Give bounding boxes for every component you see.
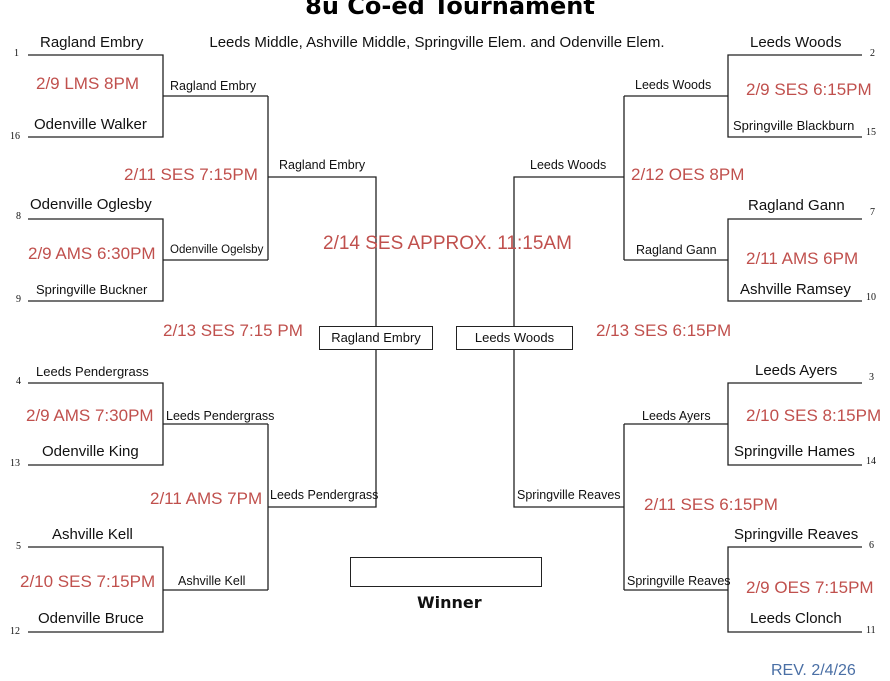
seed-left-3: 8 xyxy=(16,211,21,222)
game-right-r1-1: 2/9 SES 6:15PM xyxy=(746,80,872,99)
winner-right-r1-3: Leeds Ayers xyxy=(642,409,711,423)
game-right-r1-3: 2/10 SES 8:15PM xyxy=(746,406,882,425)
seed-left-7: 5 xyxy=(16,541,21,552)
seed-left-5: 4 xyxy=(16,376,21,387)
team-right-6: Springville Hames xyxy=(734,443,855,460)
seed-right-5: 3 xyxy=(869,372,874,383)
team-left-8: Odenville Bruce xyxy=(38,610,144,627)
seed-right-4: 10 xyxy=(866,292,876,303)
team-left-7: Ashville Kell xyxy=(52,526,133,543)
game-left-r1-4: 2/10 SES 7:15PM xyxy=(20,572,156,591)
seed-right-1: 2 xyxy=(870,48,875,59)
team-right-5: Leeds Ayers xyxy=(755,362,838,379)
right-r2-match2-out xyxy=(513,350,624,508)
finalist-right-box: Leeds Woods xyxy=(456,326,573,350)
team-right-2: Springville Blackburn xyxy=(733,118,855,133)
game-left-r1-2: 2/9 AMS 6:30PM xyxy=(28,244,156,263)
team-right-4: Ashville Ramsey xyxy=(740,281,851,298)
winner-right-r1-1: Leeds Woods xyxy=(635,78,712,92)
winner-left-r2-1: Ragland Embry xyxy=(279,158,366,172)
winner-right-r1-4: Springville Reaves xyxy=(627,574,731,588)
seed-left-4: 9 xyxy=(16,294,21,305)
team-right-8: Leeds Clonch xyxy=(750,610,842,627)
winner-label: Winner xyxy=(417,593,482,612)
game-left-r2-1: 2/11 SES 7:15PM xyxy=(124,165,258,184)
winner-left-r1-2: Odenville Ogelsby xyxy=(170,244,264,256)
winner-left-r1-1: Ragland Embry xyxy=(170,79,257,93)
seed-left-1: 1 xyxy=(14,48,19,59)
team-left-5: Leeds Pendergrass xyxy=(36,364,149,379)
game-right-semi: 2/13 SES 6:15PM xyxy=(596,321,732,340)
right-r2-match1-out xyxy=(513,176,624,326)
winner-right-r1-2: Ragland Gann xyxy=(636,243,717,257)
team-left-3: Odenville Oglesby xyxy=(30,196,152,213)
game-right-r1-2: 2/11 AMS 6PM xyxy=(746,249,859,268)
left-r2-match1-out xyxy=(268,176,377,326)
game-left-r1-1: 2/9 LMS 8PM xyxy=(36,74,139,93)
team-left-1: Ragland Embry xyxy=(40,34,144,51)
team-right-1: Leeds Woods xyxy=(750,34,842,51)
seed-left-2: 16 xyxy=(10,131,20,142)
seed-right-7: 6 xyxy=(869,540,874,551)
finalist-right-name: Leeds Woods xyxy=(474,330,555,345)
team-left-6: Odenville King xyxy=(42,443,139,460)
revision-label: REV. 2/4/26 xyxy=(771,662,856,679)
left-r2-match2-out xyxy=(268,350,377,508)
game-right-r2-1: 2/12 OES 8PM xyxy=(631,165,745,184)
game-right-r2-2: 2/11 SES 6:15PM xyxy=(644,495,778,514)
page-subtitle: Leeds Middle, Ashville Middle, Springvil… xyxy=(209,34,665,51)
game-left-r2-2: 2/11 AMS 7PM xyxy=(150,489,263,508)
seed-right-2: 15 xyxy=(866,127,876,138)
winner-box xyxy=(350,557,542,587)
game-left-semi: 2/13 SES 7:15 PM xyxy=(163,321,303,340)
game-left-r1-3: 2/9 AMS 7:30PM xyxy=(26,406,154,425)
game-right-r1-4: 2/9 OES 7:15PM xyxy=(746,578,874,597)
seed-right-6: 14 xyxy=(866,456,876,467)
final-game: 2/14 SES APPROX. 11:15AM xyxy=(323,233,572,254)
seed-left-6: 13 xyxy=(10,458,20,469)
winner-left-r2-2: Leeds Pendergrass xyxy=(270,488,379,502)
team-left-4: Springville Buckner xyxy=(36,282,148,297)
seed-right-8: 11 xyxy=(866,625,876,636)
seed-right-3: 7 xyxy=(870,207,875,218)
winner-right-r2-2: Springville Reaves xyxy=(517,488,621,502)
finalist-left-box: Ragland Embry xyxy=(319,326,433,350)
team-right-7: Springville Reaves xyxy=(734,526,859,543)
team-right-3: Ragland Gann xyxy=(748,197,845,214)
finalist-left-name: Ragland Embry xyxy=(331,330,421,345)
seed-left-8: 12 xyxy=(10,626,20,637)
team-left-2: Odenville Walker xyxy=(34,116,147,133)
winner-left-r1-4: Ashville Kell xyxy=(178,574,246,588)
winner-left-r1-3: Leeds Pendergrass xyxy=(166,409,275,423)
page-title: 8u Co-ed Tournament xyxy=(305,0,595,20)
winner-right-r2-1: Leeds Woods xyxy=(530,158,607,172)
